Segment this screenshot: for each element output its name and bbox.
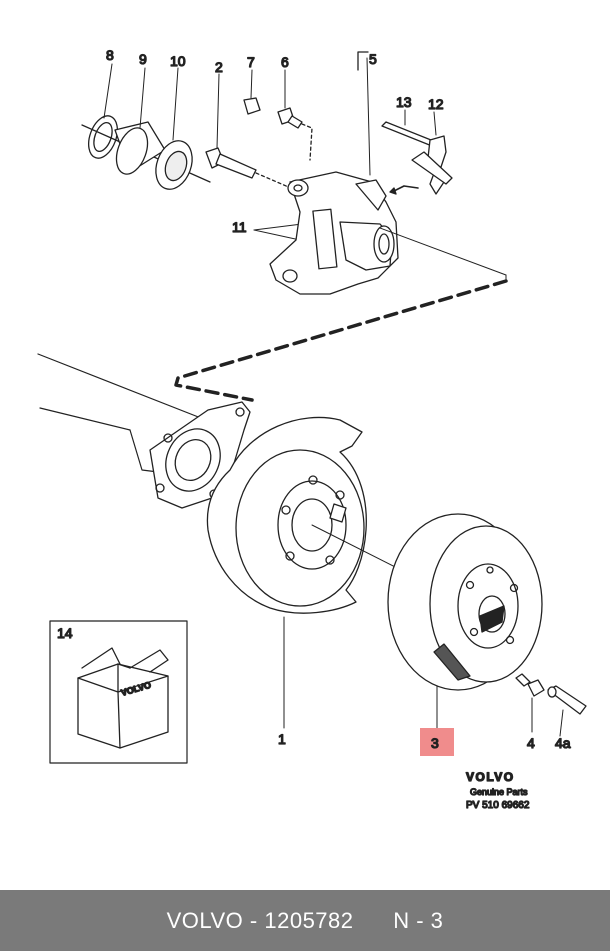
bolt-2 (205, 147, 301, 193)
brand-logo-text: VOLVO (466, 770, 515, 784)
callout-2: 2 (215, 59, 223, 75)
brand-subtitle: Genuine Parts (470, 787, 528, 797)
callout-1: 1 (278, 731, 286, 747)
callout-14: 14 (57, 625, 73, 641)
callout-10: 10 (170, 53, 186, 69)
sleeve-7 (243, 97, 261, 115)
footer-separator: - (243, 907, 265, 933)
wheel-stud-4a (547, 685, 587, 715)
footer-part-number: 1205782 (264, 907, 354, 933)
brake-caliper-5 (269, 51, 399, 295)
callout-3: 3 (431, 735, 439, 751)
footer-brand: VOLVO (166, 907, 244, 933)
callout-5: 5 (369, 51, 377, 67)
callout-6: 6 (281, 54, 289, 70)
pin-13 (381, 121, 437, 147)
backing-plate-1 (206, 416, 367, 614)
spring-clip-12 (389, 135, 453, 195)
callout-13: 13 (396, 94, 412, 110)
callout-11: 11 (232, 219, 247, 235)
callout-12: 12 (428, 96, 444, 112)
brake-disc-3 (387, 513, 543, 691)
wheel-bolt-4 (515, 673, 545, 697)
footer-ref: N - 3 (393, 907, 444, 933)
axle-housing (37, 353, 251, 509)
callout-9: 9 (139, 51, 147, 67)
footer-bar: VOLVO - 1205782 N - 3 (0, 890, 610, 951)
brand-code: PV 510 69662 (466, 800, 530, 811)
callout-7: 7 (247, 54, 255, 70)
callout-4a: 4a (555, 735, 571, 751)
bushing-assembly (81, 115, 211, 190)
assembly-dash-line (174, 279, 508, 402)
callout-3-highlight (420, 728, 454, 756)
screw-6 (277, 107, 313, 161)
kit-box-14 (49, 620, 188, 764)
callout-8: 8 (106, 47, 114, 63)
callout-4: 4 (527, 735, 535, 751)
leader-lines (103, 57, 564, 737)
